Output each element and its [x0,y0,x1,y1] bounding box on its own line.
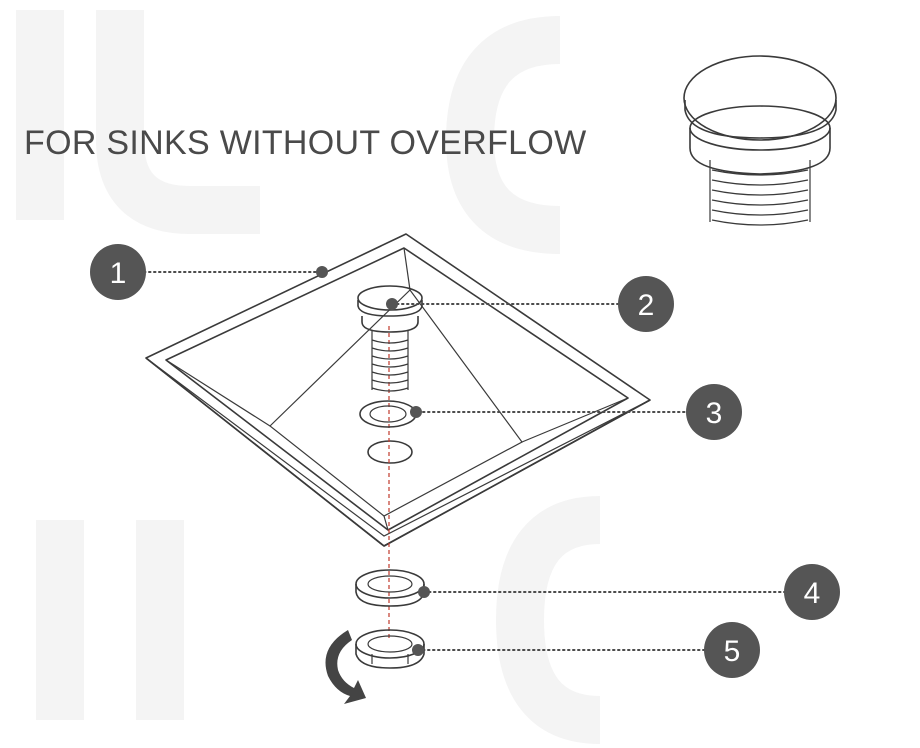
leader-lines [143,271,787,651]
callout-2: 2 [618,276,674,332]
callout-number: 1 [110,257,127,290]
pop-up-waste-product-image [676,55,844,230]
sink-basin [145,233,651,547]
leader-dots [316,266,430,656]
rotate-arrow-icon [325,630,366,704]
lock-nut [355,629,425,669]
callout-4: 4 [784,564,840,620]
callout-number: 5 [724,635,741,668]
bottom-washer [355,569,425,607]
watermark [16,10,602,744]
callout-number: 2 [638,289,655,322]
diagram-title: FOR SINKS WITHOUT OVERFLOW [24,124,587,162]
callout-3: 3 [686,384,742,440]
callout-number: 3 [706,397,723,430]
callout-1: 1 [90,244,146,300]
pop-up-plug [357,285,423,392]
callout-number: 4 [804,577,821,610]
callout-5: 5 [704,622,760,678]
top-washer [359,400,417,428]
